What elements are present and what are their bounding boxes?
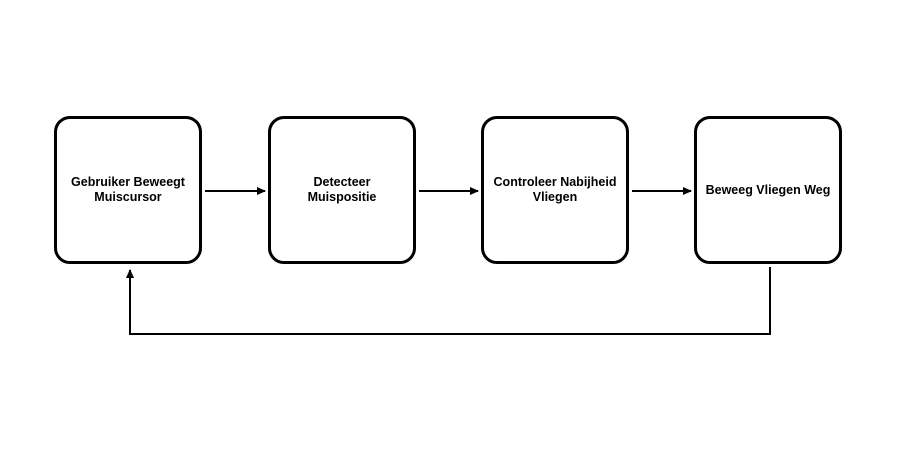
- node-controleer-nabijheid-vliegen: Controleer Nabijheid Vliegen: [481, 116, 629, 264]
- node-label: Beweeg Vliegen Weg: [705, 182, 831, 197]
- node-label: Gebruiker Beweegt Muiscursor: [71, 175, 185, 204]
- node-beweeg-vliegen-weg: Beweeg Vliegen Weg: [694, 116, 842, 264]
- node-detecteer-muispositie: Detecteer Muispositie: [268, 116, 416, 264]
- node-label: Controleer Nabijheid Vliegen: [493, 175, 617, 204]
- edge-n4-n1: [126, 267, 771, 335]
- node-gebruiker-beweegt-muiscursor: Gebruiker Beweegt Muiscursor: [54, 116, 202, 264]
- node-label: Detecteer Muispositie: [307, 175, 377, 204]
